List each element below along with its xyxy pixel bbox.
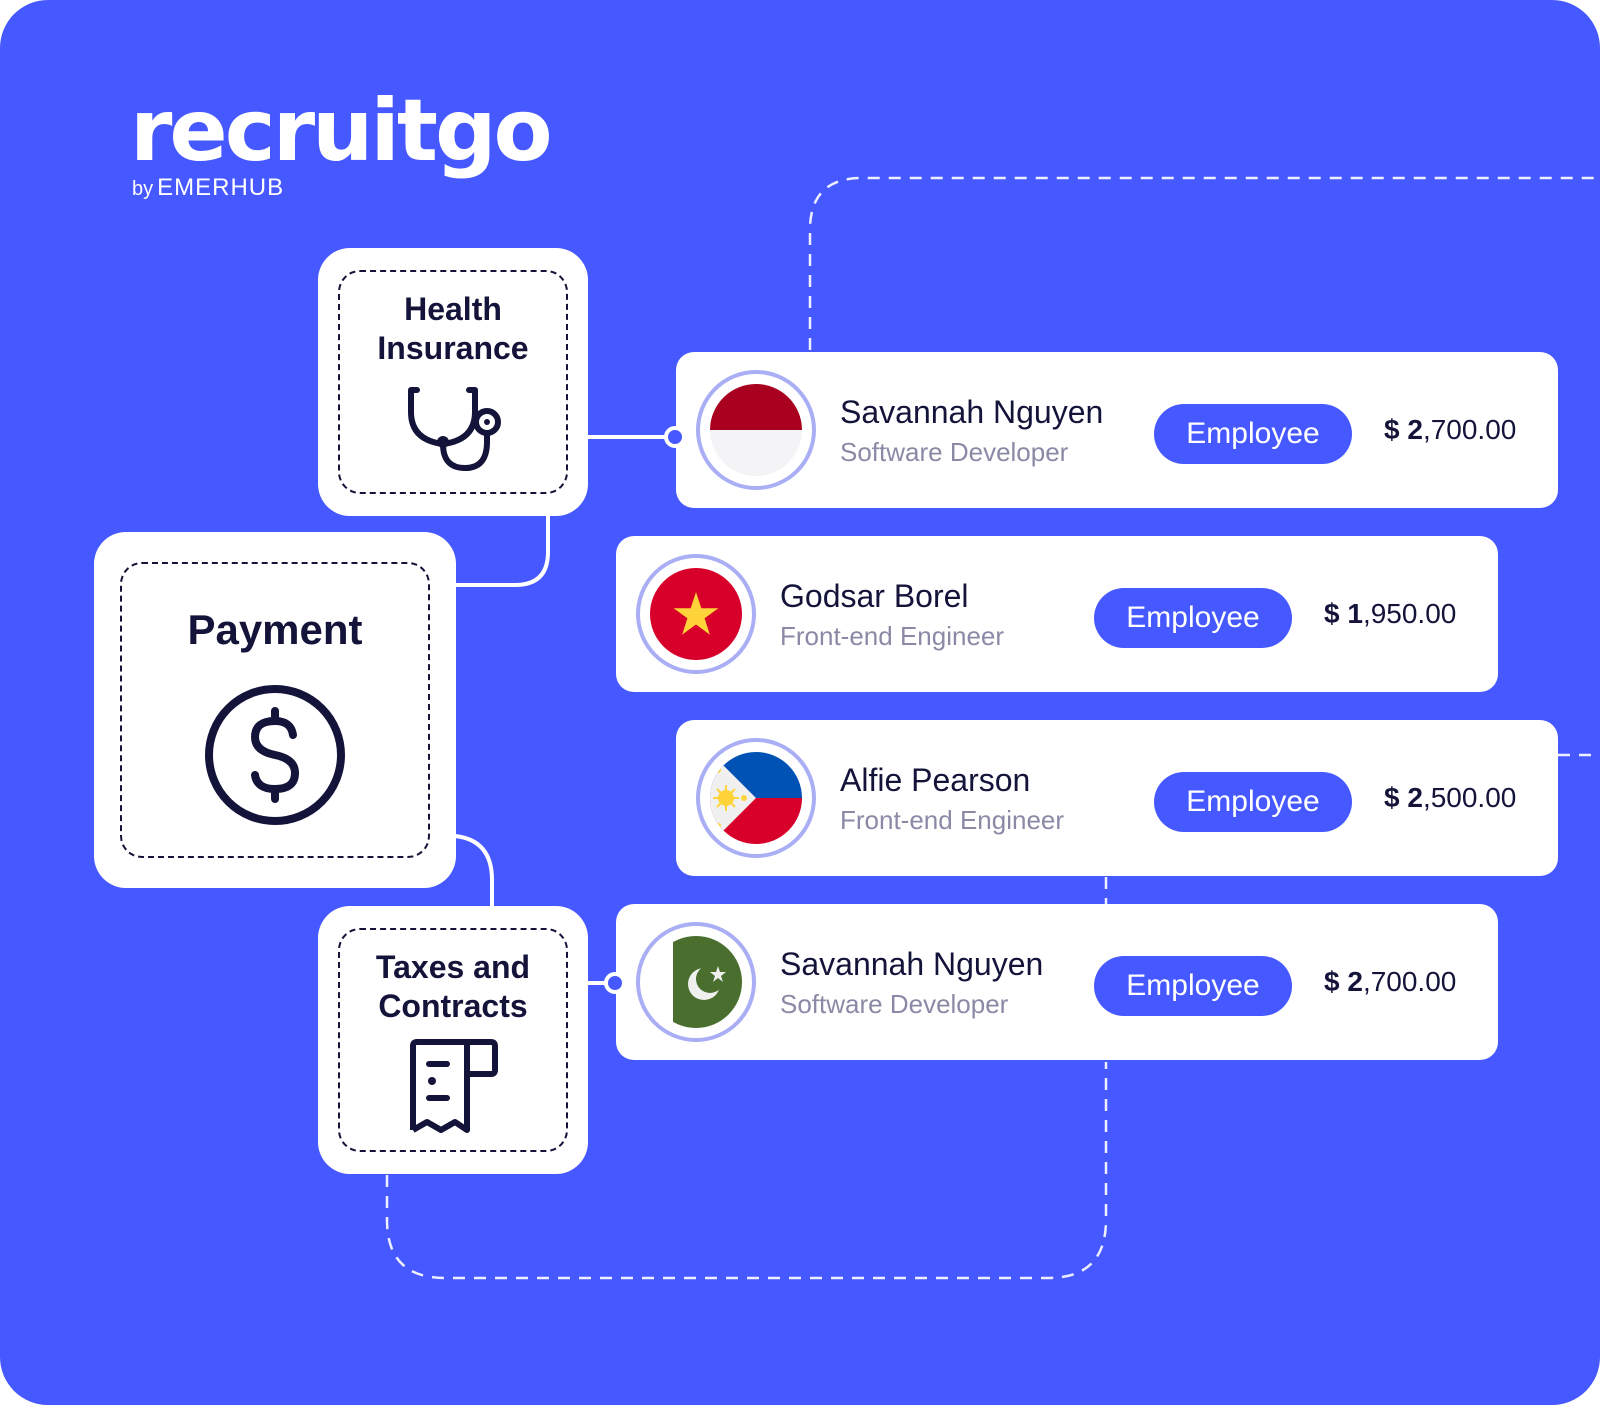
employee-card[interactable]: Godsar Borel Front-end Engineer Employee… (616, 536, 1498, 692)
employee-info: Savannah Nguyen Software Developer (780, 944, 1043, 1022)
philippines-flag-icon (710, 752, 802, 844)
title-line-2: Contracts (378, 988, 528, 1025)
amount-rest: ,700.00 (1422, 414, 1517, 445)
amount-lead: 2 (1407, 782, 1423, 813)
avatar (636, 554, 756, 674)
employee-badge[interactable]: Employee (1094, 588, 1292, 648)
brand-company: EMERHUB (157, 174, 285, 201)
avatar (696, 370, 816, 490)
connector-dot (604, 972, 626, 994)
taxes-contracts-title: Taxes and Contracts (376, 948, 530, 1026)
amount-rest: ,950.00 (1362, 598, 1457, 629)
employee-card[interactable]: Alfie Pearson Front-end Engineer Employe… (676, 720, 1558, 876)
employee-info: Savannah Nguyen Software Developer (840, 392, 1103, 470)
employee-name: Savannah Nguyen (780, 946, 1044, 982)
salary-amount: $ 2,700.00 (1324, 966, 1456, 998)
title-line-2: Insurance (377, 330, 529, 367)
indonesia-flag-icon (710, 384, 802, 476)
health-insurance-title: Health Insurance (377, 290, 528, 368)
currency: $ (1384, 782, 1400, 813)
payment-title: Payment (187, 606, 363, 653)
dollar-circle-icon (205, 685, 345, 826)
avatar (696, 738, 816, 858)
employee-name: Alfie Pearson (840, 762, 1031, 798)
connector-dot (664, 426, 686, 448)
amount-lead: 2 (1347, 966, 1363, 997)
health-insurance-frame: Health Insurance (338, 270, 568, 494)
salary-amount: $ 2,500.00 (1384, 782, 1516, 814)
taxes-contracts-frame: Taxes and Contracts (338, 928, 568, 1152)
currency: $ (1324, 598, 1340, 629)
taxes-contracts-box: Taxes and Contracts (318, 906, 588, 1174)
employee-name: Godsar Borel (780, 578, 969, 614)
employee-badge[interactable]: Employee (1154, 772, 1352, 832)
payment-box: Payment (94, 532, 456, 888)
employee-info: Godsar Borel Front-end Engineer (780, 576, 1004, 654)
salary-amount: $ 1,950.00 (1324, 598, 1456, 630)
brand-by: by (132, 178, 154, 200)
employee-info: Alfie Pearson Front-end Engineer (840, 760, 1064, 838)
amount-rest: ,500.00 (1422, 782, 1517, 813)
title-line-1: Health (404, 291, 502, 327)
pakistan-flag-icon (650, 936, 742, 1028)
employee-name: Savannah Nguyen (840, 394, 1104, 430)
currency: $ (1384, 414, 1400, 445)
amount-lead: 1 (1347, 598, 1363, 629)
health-insurance-box: Health Insurance (318, 248, 588, 516)
avatar (636, 922, 756, 1042)
employee-role: Front-end Engineer (780, 621, 1005, 651)
amount-lead: 2 (1407, 414, 1423, 445)
vietnam-flag-icon (650, 568, 742, 660)
employee-role: Software Developer (780, 989, 1009, 1019)
employee-card[interactable]: Savannah Nguyen Software Developer Emplo… (676, 352, 1558, 508)
brand-name: recruitgo (130, 81, 553, 181)
stethoscope-icon (408, 387, 501, 472)
title-line-1: Taxes and (375, 949, 531, 985)
employee-card[interactable]: Savannah Nguyen Software Developer Emplo… (616, 904, 1498, 1060)
employee-role: Front-end Engineer (840, 805, 1065, 835)
salary-amount: $ 2,700.00 (1384, 414, 1516, 446)
employee-badge[interactable]: Employee (1094, 956, 1292, 1016)
currency: $ (1324, 966, 1340, 997)
receipt-icon (410, 1039, 498, 1134)
payment-frame: Payment (120, 562, 430, 858)
employee-role: Software Developer (840, 437, 1069, 467)
employee-badge[interactable]: Employee (1154, 404, 1352, 464)
amount-rest: ,700.00 (1362, 966, 1457, 997)
